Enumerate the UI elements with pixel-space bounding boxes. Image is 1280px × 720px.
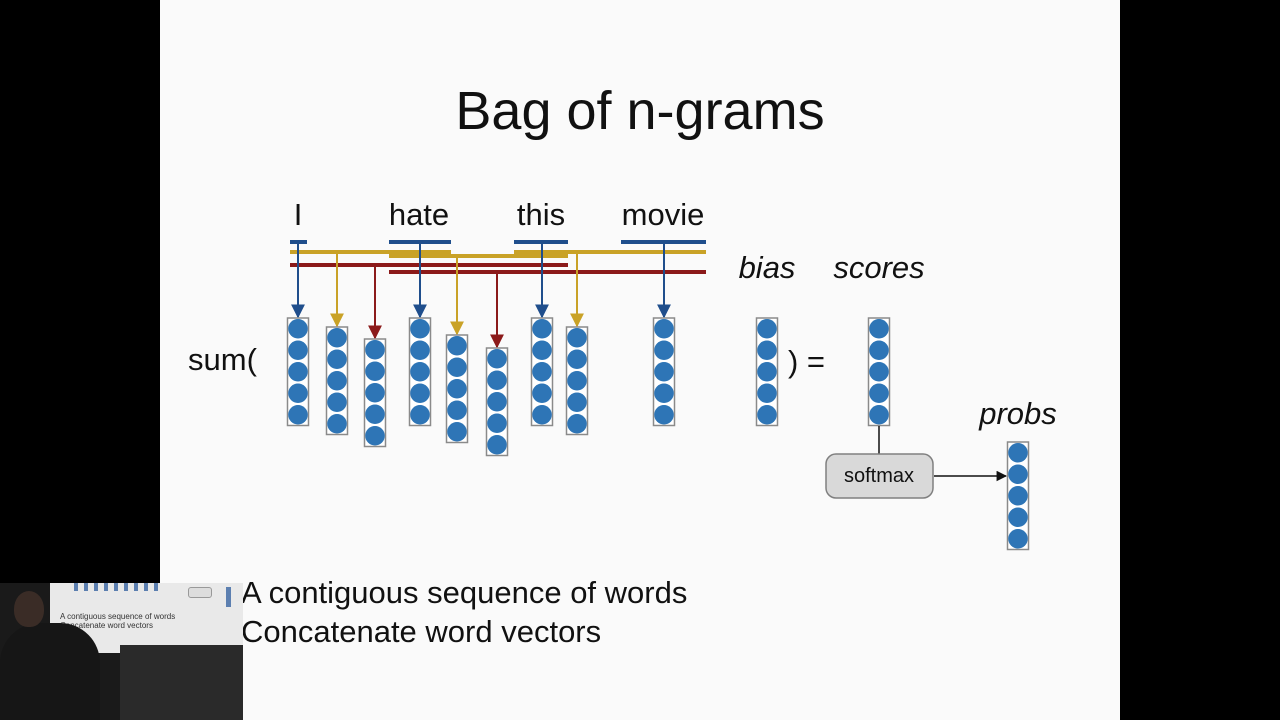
speaker-video-inset: A contiguous sequence of words Concatena… (0, 583, 243, 720)
vector-this-cell (532, 361, 552, 382)
probs-vector-cell (1008, 507, 1028, 528)
vector-this-cell (532, 383, 552, 404)
vector-hate-this-movie-cell (487, 434, 507, 455)
probs-label: probs (978, 396, 1057, 431)
vector-hate-cell (410, 318, 430, 339)
vector-this-movie-cell (567, 413, 587, 434)
vector-i-hate-this-cell (365, 382, 385, 403)
speaker-head (14, 591, 44, 627)
vector-i-cell (288, 361, 308, 382)
bias-vector-cell (757, 361, 777, 382)
vector-this-movie-cell (567, 327, 587, 348)
word-this: this (517, 197, 565, 232)
vector-hate-cell (410, 340, 430, 361)
softmax-box (825, 453, 934, 499)
scores-vector-cell (869, 383, 889, 404)
probs-vector-cell (1008, 442, 1028, 463)
vector-i-hate-this-cell (365, 339, 385, 360)
vector-hate-this-movie-cell (487, 348, 507, 369)
word-hate: hate (389, 197, 449, 232)
vector-hate-this-cell (447, 421, 467, 442)
vector-hate-cell (410, 404, 430, 425)
mini-bullet-2: Concatenate word vectors (60, 621, 153, 630)
softmax-label: softmax (844, 465, 914, 487)
vector-movie-cell (654, 404, 674, 425)
word-movie: movie (622, 197, 705, 232)
vector-this-cell (532, 404, 552, 425)
vector-hate-this-movie-cell (487, 391, 507, 412)
mini-probs-vector (226, 587, 231, 607)
vector-i-hate-cell (327, 349, 347, 370)
scores-vector-cell (869, 361, 889, 382)
vector-hate-cell (410, 361, 430, 382)
vector-hate-this-cell (447, 400, 467, 421)
vector-i-cell (288, 340, 308, 361)
stage-background (120, 645, 243, 720)
vector-this-cell (532, 340, 552, 361)
probs-vector-cell (1008, 528, 1028, 549)
scores-label: scores (833, 250, 924, 285)
speaker-body (0, 623, 100, 720)
vector-i-cell (288, 404, 308, 425)
bullet-1: A contiguous sequence of words (241, 575, 688, 610)
scores-vector-cell (869, 404, 889, 425)
scores-vector-cell (869, 318, 889, 339)
vector-this-movie-cell (567, 349, 587, 370)
vector-movie-cell (654, 318, 674, 339)
vector-i-hate-this-cell (365, 361, 385, 382)
vector-i-hate-this-cell (365, 404, 385, 425)
vector-i-hate-cell (327, 370, 347, 391)
vector-this-cell (532, 318, 552, 339)
vector-hate-cell (410, 383, 430, 404)
vector-hate-this-movie-cell (487, 370, 507, 391)
bias-vector-cell (757, 318, 777, 339)
bias-label: bias (739, 250, 796, 285)
slide (160, 0, 1120, 720)
vector-movie-cell (654, 340, 674, 361)
vector-i-hate-cell (327, 413, 347, 434)
vector-i-hate-this-cell (365, 425, 385, 446)
bias-vector-cell (757, 383, 777, 404)
bias-vector-cell (757, 340, 777, 361)
vector-this-movie-cell (567, 392, 587, 413)
bullet-2: Concatenate word vectors (241, 614, 602, 649)
mini-softmax-box (188, 587, 212, 598)
scores-vector-cell (869, 340, 889, 361)
sum-close-equals: ) = (788, 344, 825, 379)
word-i: I (294, 197, 303, 232)
bias-vector-cell (757, 404, 777, 425)
slide-title: Bag of n-grams (455, 81, 825, 141)
mini-bullet-1: A contiguous sequence of words (60, 612, 176, 621)
vector-hate-this-cell (447, 357, 467, 378)
vector-i-cell (288, 318, 308, 339)
vector-this-movie-cell (567, 370, 587, 391)
probs-vector-cell (1008, 485, 1028, 506)
vector-movie-cell (654, 383, 674, 404)
vector-i-cell (288, 383, 308, 404)
vector-hate-this-cell (447, 378, 467, 399)
probs-vector-cell (1008, 464, 1028, 485)
vector-i-hate-cell (327, 327, 347, 348)
vector-i-hate-cell (327, 392, 347, 413)
vector-movie-cell (654, 361, 674, 382)
mini-diagram-vectors (74, 583, 164, 591)
vector-hate-this-cell (447, 335, 467, 356)
vector-hate-this-movie-cell (487, 413, 507, 434)
sum-open-paren: sum( (188, 342, 258, 377)
